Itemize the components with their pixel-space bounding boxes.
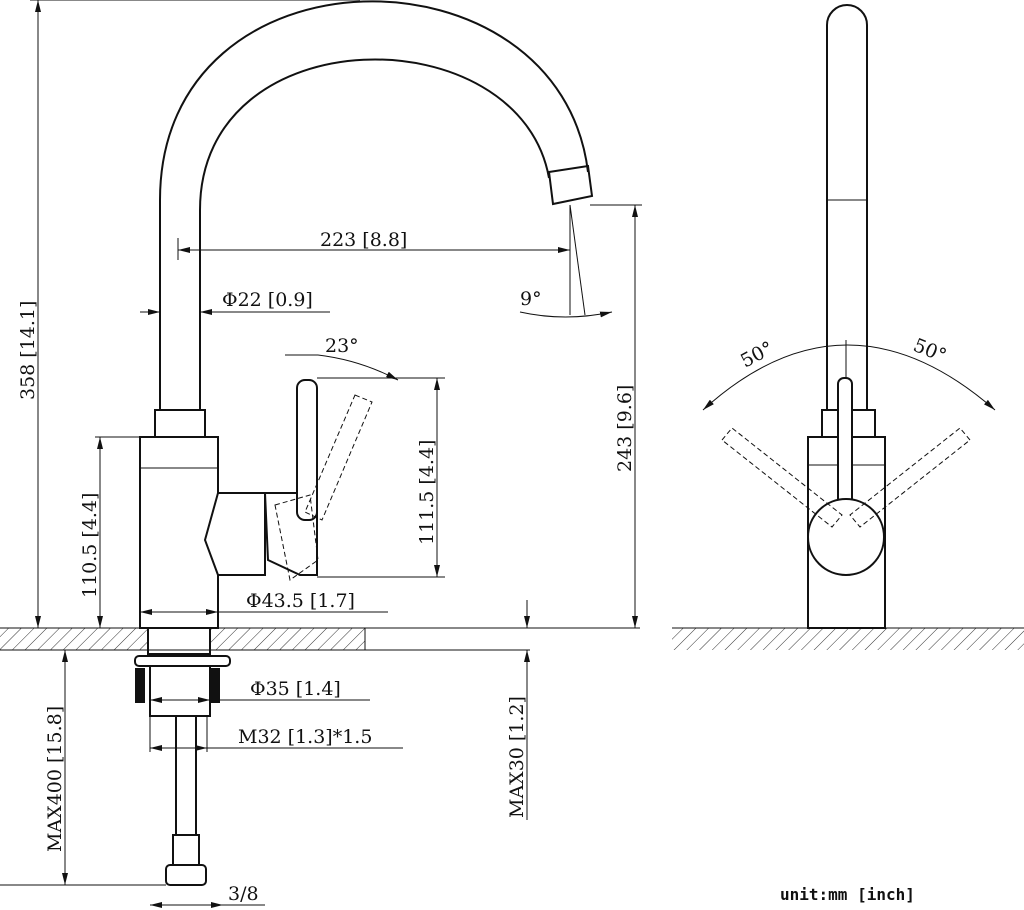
dim-rotation-right: 50° [910,334,949,367]
dim-total-height: 358 [14.1] [17,301,39,400]
dim-max-hose-length: MAX400 [15.8] [44,706,66,852]
faucet-side-view [134,0,594,886]
dim-handle-height: 111.5 [4.4] [416,440,438,545]
dimension-lines [0,0,642,908]
dim-rotation-left: 50° [737,337,777,372]
unit-note: unit:mm [inch] [780,885,915,904]
dim-spout-diameter: Φ22 [0.9] [222,289,313,311]
dim-shank-diameter: Φ35 [1.4] [250,678,341,700]
dim-spout-height: 243 [9.6] [614,385,636,472]
dim-body-diameter: Φ43.5 [1.7] [246,590,355,612]
dim-body-height: 110.5 [4.4] [79,493,101,598]
dim-hose-connector: 3/8 [228,883,259,905]
dim-thread: M32 [1.3]*1.5 [238,726,372,748]
dim-handle-angle: 23° [325,335,359,357]
dim-max-counter-thickness: MAX30 [1.2] [506,696,528,818]
dim-spout-angle: 9° [520,288,542,310]
countertop-front-view [672,627,1024,650]
faucet-front-view [702,4,996,629]
dim-spout-reach: 223 [8.8] [320,229,407,251]
countertop-side-view [0,627,640,651]
